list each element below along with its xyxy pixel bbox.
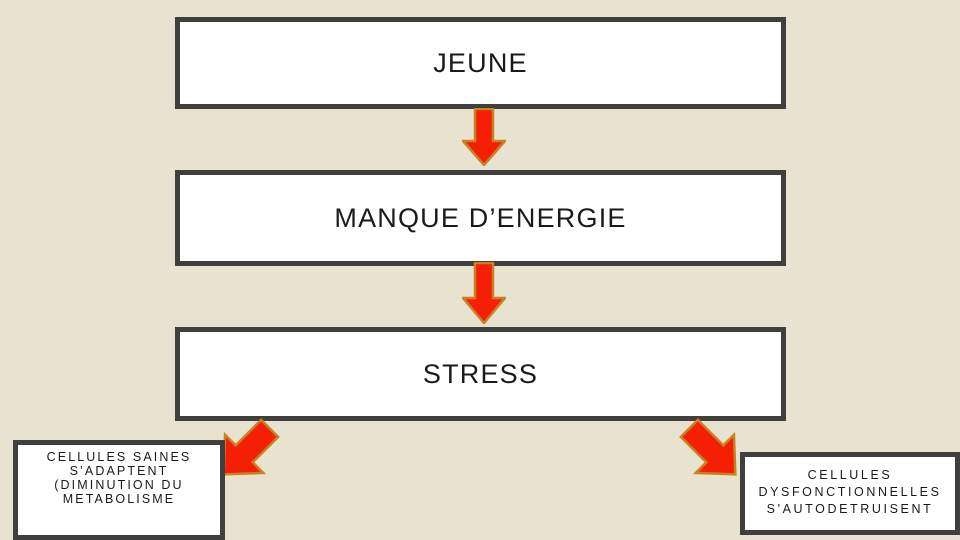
process-box-jeune[interactable]: JEUNE	[175, 17, 786, 109]
process-box-jeune-label: JEUNE	[433, 47, 528, 78]
down-arrow-icon	[462, 108, 506, 166]
process-box-stress-label: STRESS	[422, 358, 539, 389]
process-box-manque-energie[interactable]: MANQUE D’ENERGIE	[175, 170, 786, 266]
outcome-box-cellules-saines-label: CELLULES SAINES S’ADAPTENT (DIMINUTION D…	[46, 450, 192, 506]
outcome-box-cellules-dysfonctionnelles-label: CELLULES DYSFONCTIONNELLES S'AUTODETRUIS…	[758, 468, 942, 516]
down-arrow-icon	[462, 262, 506, 324]
outcome-box-cellules-saines[interactable]: CELLULES SAINES S’ADAPTENT (DIMINUTION D…	[13, 440, 225, 540]
process-box-stress[interactable]: STRESS	[175, 327, 786, 421]
outcome-box-cellules-dysfonctionnelles[interactable]: CELLULES DYSFONCTIONNELLES S'AUTODETRUIS…	[740, 452, 960, 535]
process-box-manque-energie-label: MANQUE D’ENERGIE	[334, 202, 627, 233]
